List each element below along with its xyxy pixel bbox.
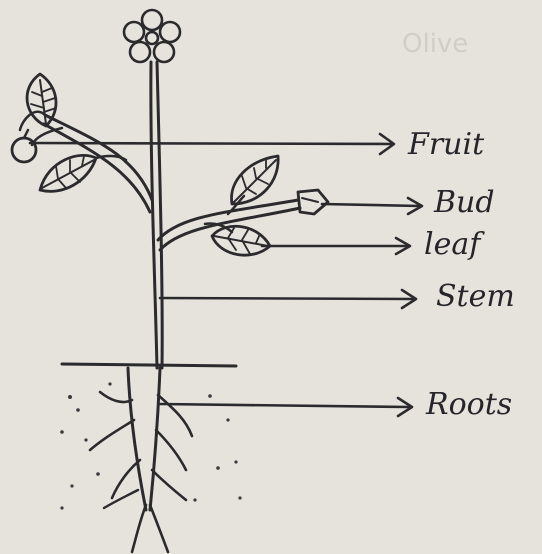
label-roots: Roots (425, 387, 512, 422)
fruit (10, 128, 38, 164)
bud-arrow (320, 196, 424, 216)
right-leaf-lower (210, 224, 272, 257)
roots-arrow (158, 396, 414, 418)
flower (122, 8, 182, 64)
soil-dots (60, 382, 242, 510)
label-bud: Bud (433, 185, 495, 220)
label-stem: Stem (436, 279, 515, 314)
main-stem (149, 60, 164, 370)
left-branch (18, 110, 154, 214)
roots (88, 366, 194, 554)
fruit-arrow (28, 132, 396, 156)
right-branch (156, 194, 302, 252)
ground (60, 362, 242, 510)
label-leaf: leaf (424, 227, 485, 262)
left-leaf-top (25, 72, 58, 128)
right-leaf-upper (230, 154, 280, 206)
leaf-arrow (260, 236, 412, 256)
ground-line (60, 362, 238, 368)
label-fruit: Fruit (407, 127, 485, 162)
stem-arrow (158, 288, 418, 310)
bud (296, 188, 330, 216)
left-leaf-bottom (38, 153, 128, 193)
pointer-arrows (28, 132, 424, 418)
bleed-through-text: Olive (402, 29, 468, 59)
